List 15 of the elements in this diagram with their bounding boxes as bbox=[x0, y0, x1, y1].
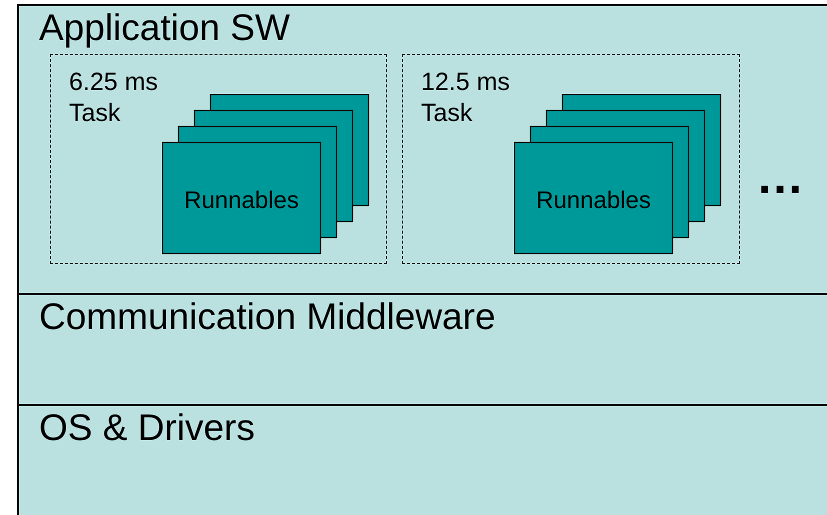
layer-band bbox=[17, 293, 827, 406]
layer-title: OS & Drivers bbox=[39, 408, 255, 449]
layer-band bbox=[17, 404, 827, 515]
task-box bbox=[50, 54, 387, 264]
card-stack bbox=[162, 94, 372, 255]
ellipsis: ... bbox=[758, 150, 804, 205]
task-label: 6.25 ms Task bbox=[69, 67, 159, 130]
card-label: Runnables bbox=[535, 186, 652, 216]
card-stack bbox=[514, 94, 724, 255]
card-label: Runnables bbox=[183, 186, 300, 216]
task-box bbox=[402, 54, 740, 264]
layer-title: Application SW bbox=[39, 8, 290, 49]
task-label: 12.5 ms Task bbox=[421, 67, 511, 130]
layer-title: Communication Middleware bbox=[39, 297, 496, 338]
layer-band bbox=[17, 4, 827, 295]
